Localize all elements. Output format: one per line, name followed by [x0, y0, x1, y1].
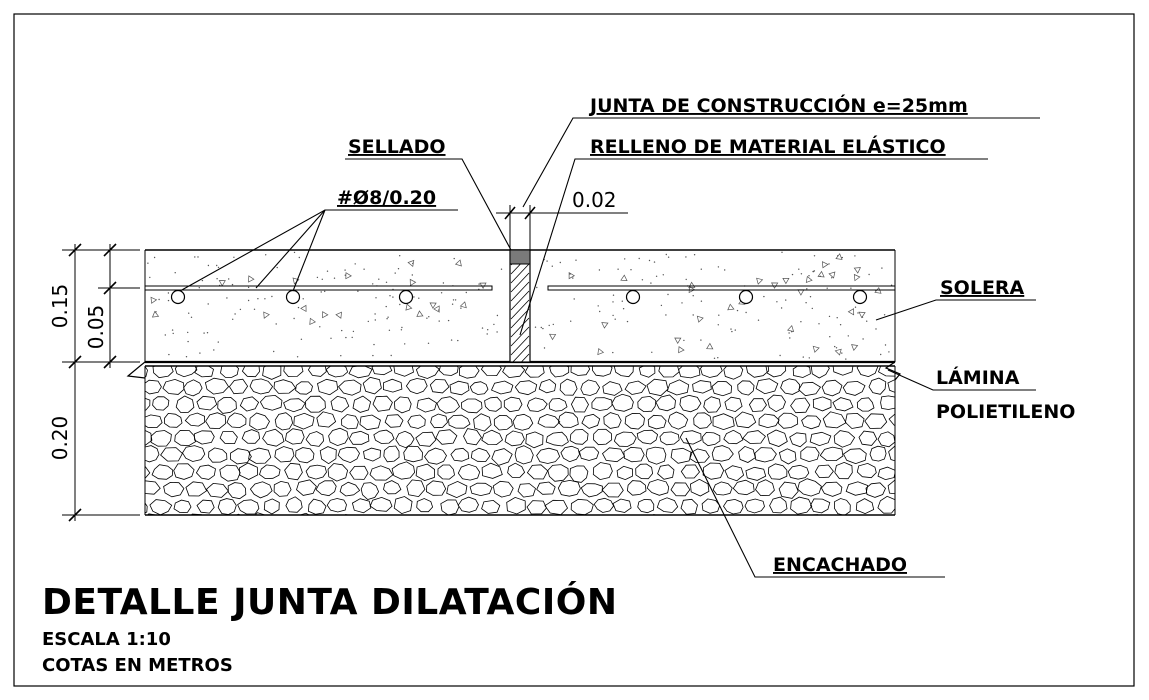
label-polietileno: POLIETILENO — [936, 401, 1075, 423]
leader-encachado — [685, 437, 945, 578]
gravel-base — [144, 366, 896, 516]
leader-solera — [875, 299, 1036, 321]
label-lamina: LÁMINA — [936, 366, 1020, 389]
label-construction-joint: JUNTA DE CONSTRUCCIÓN e=25mm — [588, 93, 968, 117]
leader-lines — [179, 117, 1040, 578]
dimension-base-thickness: 0.20 — [48, 416, 72, 461]
label-encachado: ENCACHADO — [773, 554, 907, 576]
drawing-units: COTAS EN METROS — [42, 655, 233, 676]
sealant — [509, 249, 531, 265]
dimension-joint-width-value: 0.02 — [572, 188, 617, 212]
leader-sellado — [345, 158, 512, 251]
drawing-title: DETALLE JUNTA DILATACIÓN — [42, 582, 618, 623]
rebar-section — [625, 289, 641, 305]
leader-relleno — [519, 158, 988, 336]
vertical-dimensions — [62, 243, 140, 522]
label-rebar: #Ø8/0.20 — [337, 187, 436, 209]
rebar-section — [852, 289, 868, 305]
label-sealant: SELLADO — [348, 136, 446, 158]
rebar-section — [398, 289, 414, 305]
break-mark-right — [884, 361, 901, 381]
gravel-stones — [145, 366, 895, 515]
rebar-bar-left — [144, 285, 493, 291]
rebar-bar-right — [547, 285, 896, 291]
sheet-border — [13, 13, 1135, 687]
leader-lamina — [887, 369, 1036, 391]
rebar-section — [738, 289, 754, 305]
construction-joint — [509, 249, 531, 363]
label-solera: SOLERA — [940, 277, 1025, 299]
break-mark-left — [126, 361, 146, 379]
leader-armadura-3 — [292, 209, 326, 292]
drawing-scale: ESCALA 1:10 — [42, 629, 171, 650]
dimension-joint-width — [496, 205, 628, 250]
rebar-section — [285, 289, 301, 305]
dimension-rebar-height: 0.05 — [84, 305, 108, 350]
rebar — [144, 285, 896, 305]
leader-armadura-2 — [255, 209, 326, 289]
rebar-section — [170, 289, 186, 305]
label-elastic-filler: RELLENO DE MATERIAL ELÁSTICO — [590, 135, 946, 158]
leader-junta — [522, 117, 1040, 208]
dimension-slab-thickness: 0.15 — [48, 284, 72, 329]
